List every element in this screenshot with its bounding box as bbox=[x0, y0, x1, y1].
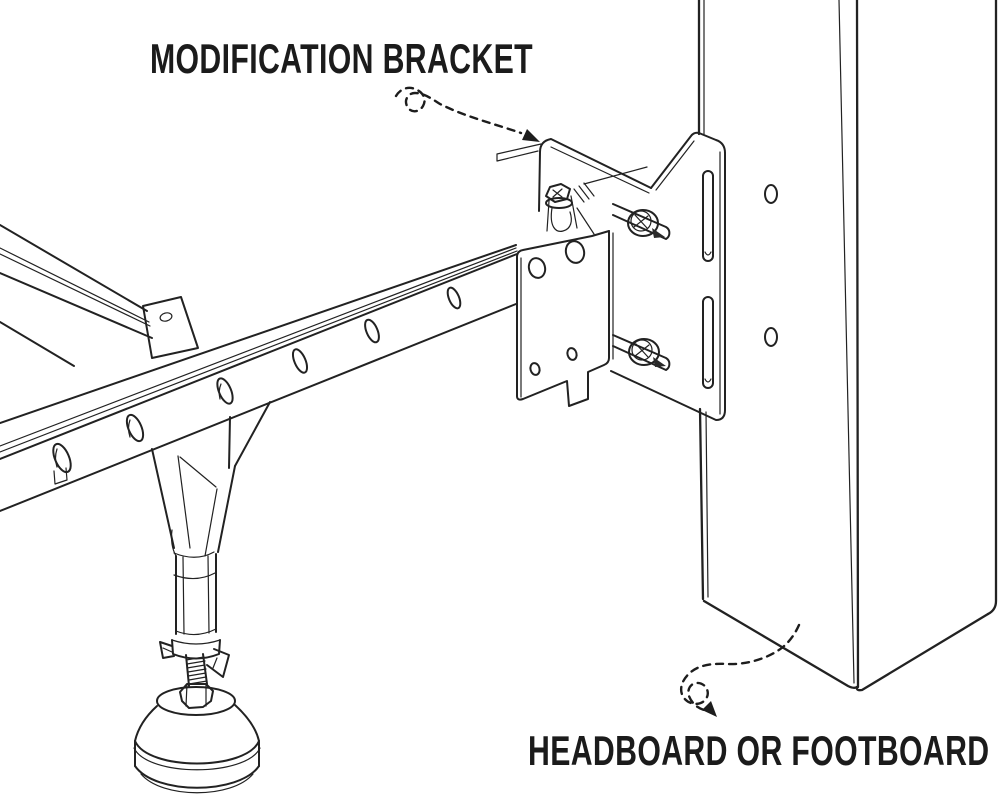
corner-plate-hole bbox=[159, 312, 173, 322]
cross-rail bbox=[0, 224, 199, 367]
leg-tube bbox=[173, 551, 217, 636]
adjustment-slot-upper bbox=[612, 203, 671, 240]
adjustment-slot-lower bbox=[612, 334, 671, 371]
headboard-post bbox=[697, 0, 998, 692]
bolt-hole bbox=[529, 362, 541, 376]
corner-plate bbox=[142, 296, 199, 359]
threaded-stud bbox=[185, 653, 208, 687]
hex-bolt bbox=[545, 183, 573, 209]
bolt-hole bbox=[564, 240, 586, 264]
callout-arrow-board bbox=[680, 623, 801, 717]
vertical-slot bbox=[702, 170, 714, 262]
rail-bracket-plate bbox=[516, 182, 614, 407]
bolt-hole bbox=[527, 257, 547, 279]
post-pilot-hole bbox=[764, 327, 778, 347]
glide-foot bbox=[133, 686, 261, 794]
leg-gusset bbox=[228, 416, 231, 469]
bolt-hole bbox=[566, 347, 578, 361]
callout-arrow-bracket bbox=[394, 86, 540, 142]
flag-plate bbox=[538, 131, 726, 421]
arrowhead bbox=[702, 701, 717, 717]
side-rail bbox=[0, 143, 542, 512]
callout-label-headboard-or-footboard: HEADBOARD OR FOOTBOARD bbox=[528, 727, 990, 774]
modification-bracket bbox=[516, 131, 726, 421]
screw-lower bbox=[628, 338, 666, 367]
arrowhead bbox=[522, 129, 540, 142]
callout-label-modification-bracket: MODIFICATION BRACKET bbox=[150, 35, 533, 82]
hex-nut bbox=[179, 683, 214, 709]
screw-upper bbox=[627, 209, 665, 238]
rail-hook-slots bbox=[52, 286, 462, 474]
post-pilot-hole bbox=[764, 184, 778, 204]
rail-keyhole-tab bbox=[53, 467, 68, 485]
leg-assembly bbox=[133, 401, 271, 794]
vertical-slot bbox=[702, 296, 714, 389]
